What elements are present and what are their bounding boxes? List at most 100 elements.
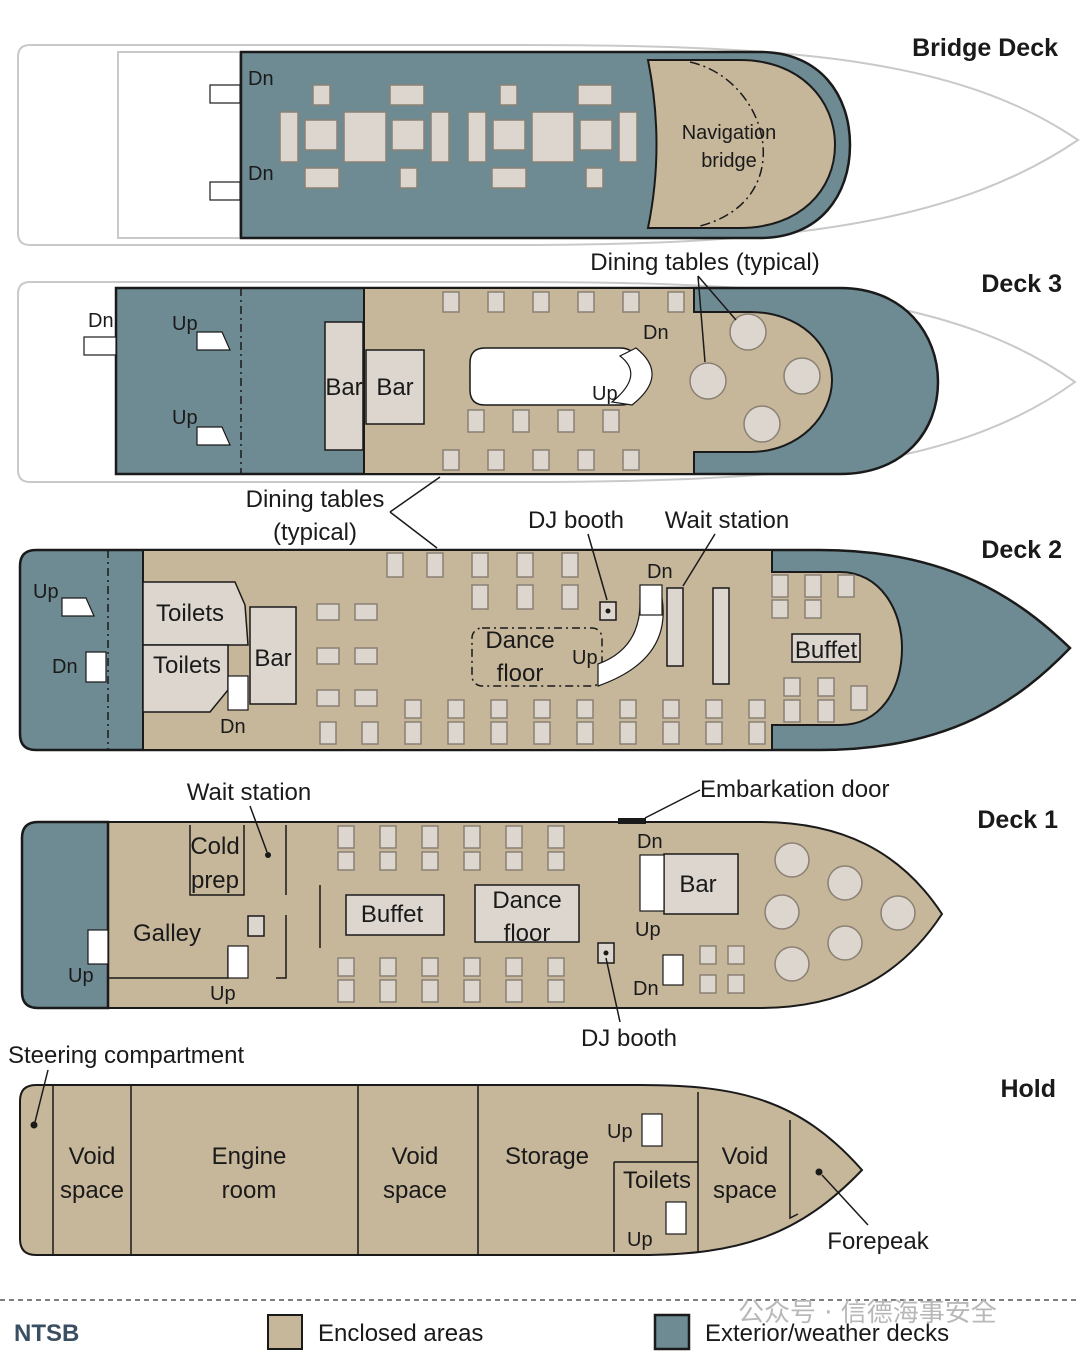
navigation-bridge-label-1: Navigation bbox=[682, 122, 777, 144]
bridge-deck: Dn Dn Navigation bridge Bridge Deck bbox=[17, 34, 1080, 246]
deck-3-dn-label-aft: Dn bbox=[88, 310, 114, 332]
dining-tables-callout: Dining tables (typical) bbox=[246, 476, 441, 549]
deck-1-bar bbox=[663, 853, 739, 915]
hold-up-label-upper: Up bbox=[607, 1121, 633, 1143]
deck-1-title: Deck 1 bbox=[977, 806, 1058, 834]
deck-2-dance-label-1: Dance bbox=[485, 627, 554, 654]
deck-2-dj-dot bbox=[605, 608, 611, 614]
deck-2-wait-station bbox=[666, 587, 684, 667]
forepeak-dot bbox=[815, 1168, 823, 1176]
deck-1-embarkation-door bbox=[618, 818, 646, 824]
bridge-deck-hull-outline bbox=[17, 44, 1080, 246]
hold-stair-upper bbox=[641, 1113, 663, 1147]
deck-1-tables bbox=[337, 825, 916, 1003]
deck-2-counter bbox=[712, 587, 730, 685]
deck-3-bar-outer bbox=[324, 321, 364, 451]
deck-2-spiral-stair bbox=[597, 597, 664, 687]
deck-3-bar-inner bbox=[365, 349, 425, 425]
deck-2-stairs bbox=[61, 597, 249, 711]
deck-1-cold-label-2: prep bbox=[191, 867, 239, 894]
deck-1-embarkation-leader bbox=[644, 789, 701, 819]
deck-1-buffet-label: Buffet bbox=[361, 901, 424, 928]
deck-2-dance-label-2: floor bbox=[497, 660, 544, 687]
watermark: 公众号 · 信德海事安全 bbox=[738, 1298, 997, 1328]
legend-enclosed-swatch bbox=[267, 1314, 303, 1350]
deck-1: Cold prep Galley Buffet Dance floor Bar … bbox=[20, 776, 1058, 1052]
hold-bulkheads bbox=[52, 1085, 799, 1255]
legend-enclosed-label: Enclosed areas bbox=[318, 1320, 483, 1347]
source-label: NTSB bbox=[14, 1320, 79, 1347]
hold-storage-label: Storage bbox=[505, 1143, 589, 1170]
navigation-bridge-label-2: bridge bbox=[701, 150, 757, 172]
hold-title: Hold bbox=[1000, 1075, 1056, 1103]
deck-2-up-label-spiral: Up bbox=[572, 647, 598, 669]
deck-1-bar-label: Bar bbox=[679, 871, 716, 898]
deck-2-buffet-label: Buffet bbox=[795, 637, 858, 664]
forepeak-leader bbox=[821, 1174, 869, 1226]
deck-1-wait-station-dot bbox=[265, 852, 271, 858]
deck-1-cold-label-1: Cold bbox=[190, 833, 239, 860]
deck-2-dn-label-spiral: Dn bbox=[647, 561, 673, 583]
deck-1-up-label-bar: Up bbox=[635, 919, 661, 941]
dining-callout-line-1: Dining tables bbox=[246, 486, 385, 513]
hold-stair-lower bbox=[665, 1201, 687, 1235]
bridge-console-arc bbox=[689, 61, 765, 227]
bridge-stairs bbox=[209, 84, 241, 201]
deck-2-title: Deck 2 bbox=[981, 536, 1062, 564]
deck-2-dn-label-toilets: Dn bbox=[220, 716, 246, 738]
legend-exterior-label: Exterior/weather decks bbox=[705, 1320, 949, 1347]
deck-3-up-label-spiral: Up bbox=[592, 383, 618, 405]
deck-1-embarkation-label: Embarkation door bbox=[700, 776, 889, 803]
deck-2-dj-booth-label: DJ booth bbox=[528, 507, 624, 534]
hold-void-label-3b: space bbox=[713, 1177, 777, 1204]
dining-callout-line-2: (typical) bbox=[273, 519, 357, 546]
hold-void-label-1a: Void bbox=[69, 1143, 116, 1170]
hold-toilets-label: Toilets bbox=[623, 1167, 691, 1194]
deck-1-galley-label: Galley bbox=[133, 920, 201, 947]
deck-1-dn-label-fwd: Dn bbox=[633, 978, 659, 1000]
deck-3: Dn Up Up Dn Up Bar Bar Dining tables (ty… bbox=[17, 249, 1077, 483]
deck-3-up-label-1: Up bbox=[172, 313, 198, 335]
deck-1-exterior-aft bbox=[20, 820, 110, 1010]
hold-toilets-walls bbox=[613, 1161, 698, 1252]
deck-2-toilets-label-2: Toilets bbox=[153, 652, 221, 679]
dining-callout-lines bbox=[389, 476, 441, 549]
deck-3-bar-label-1: Bar bbox=[325, 374, 362, 401]
hold-engine-label-1: Engine bbox=[212, 1143, 287, 1170]
deck-2-dj-booth-leader bbox=[587, 533, 608, 601]
deck-1-up-label-aft: Up bbox=[68, 965, 94, 987]
deck-2-toilets-1 bbox=[142, 581, 249, 646]
deck-1-dance-floor bbox=[474, 884, 580, 943]
deck-3-dn-label-spiral: Dn bbox=[643, 322, 669, 344]
steering-compartment-label: Steering compartment bbox=[8, 1042, 244, 1069]
deck-1-dance-label-1: Dance bbox=[492, 887, 561, 914]
hold-engine-label-2: room bbox=[222, 1177, 277, 1204]
deck-2-buffet bbox=[791, 633, 861, 663]
deck-1-dn-label-bar: Dn bbox=[637, 831, 663, 853]
hold-up-label-lower: Up bbox=[627, 1229, 653, 1251]
deck-1-up-label-galley: Up bbox=[210, 983, 236, 1005]
deck-1-wait-station-label: Wait station bbox=[187, 779, 312, 806]
deck-3-bar-label-2: Bar bbox=[376, 374, 413, 401]
deck-1-wait-station-leader bbox=[249, 805, 268, 853]
steering-compartment-leader bbox=[34, 1069, 49, 1123]
hold: Void space Engine room Void space Storag… bbox=[8, 1042, 1056, 1256]
navigation-bridge-area bbox=[646, 59, 837, 229]
bridge-dn-label-top: Dn bbox=[248, 68, 274, 90]
deck-1-galley-fixture bbox=[247, 915, 265, 937]
deck-1-dj-booth-leader bbox=[605, 957, 621, 1023]
deck-3-title: Deck 3 bbox=[981, 270, 1062, 298]
deck-1-dj-dot bbox=[603, 950, 609, 956]
deck-3-stairs bbox=[83, 331, 231, 446]
deck-3-spiral-stair bbox=[610, 347, 653, 406]
deck-2-wait-station-label: Wait station bbox=[665, 507, 790, 534]
deck-3-up-label-2: Up bbox=[172, 407, 198, 429]
deck-2-bar-label: Bar bbox=[254, 645, 291, 672]
bridge-furniture bbox=[279, 84, 638, 189]
deck-2-up-label-aft: Up bbox=[33, 581, 59, 603]
deck-2-bar bbox=[249, 606, 297, 705]
deck-2-toilets-2 bbox=[142, 644, 229, 713]
bridge-deck-inner-outline bbox=[117, 51, 241, 239]
deck-1-buffet bbox=[345, 894, 445, 936]
